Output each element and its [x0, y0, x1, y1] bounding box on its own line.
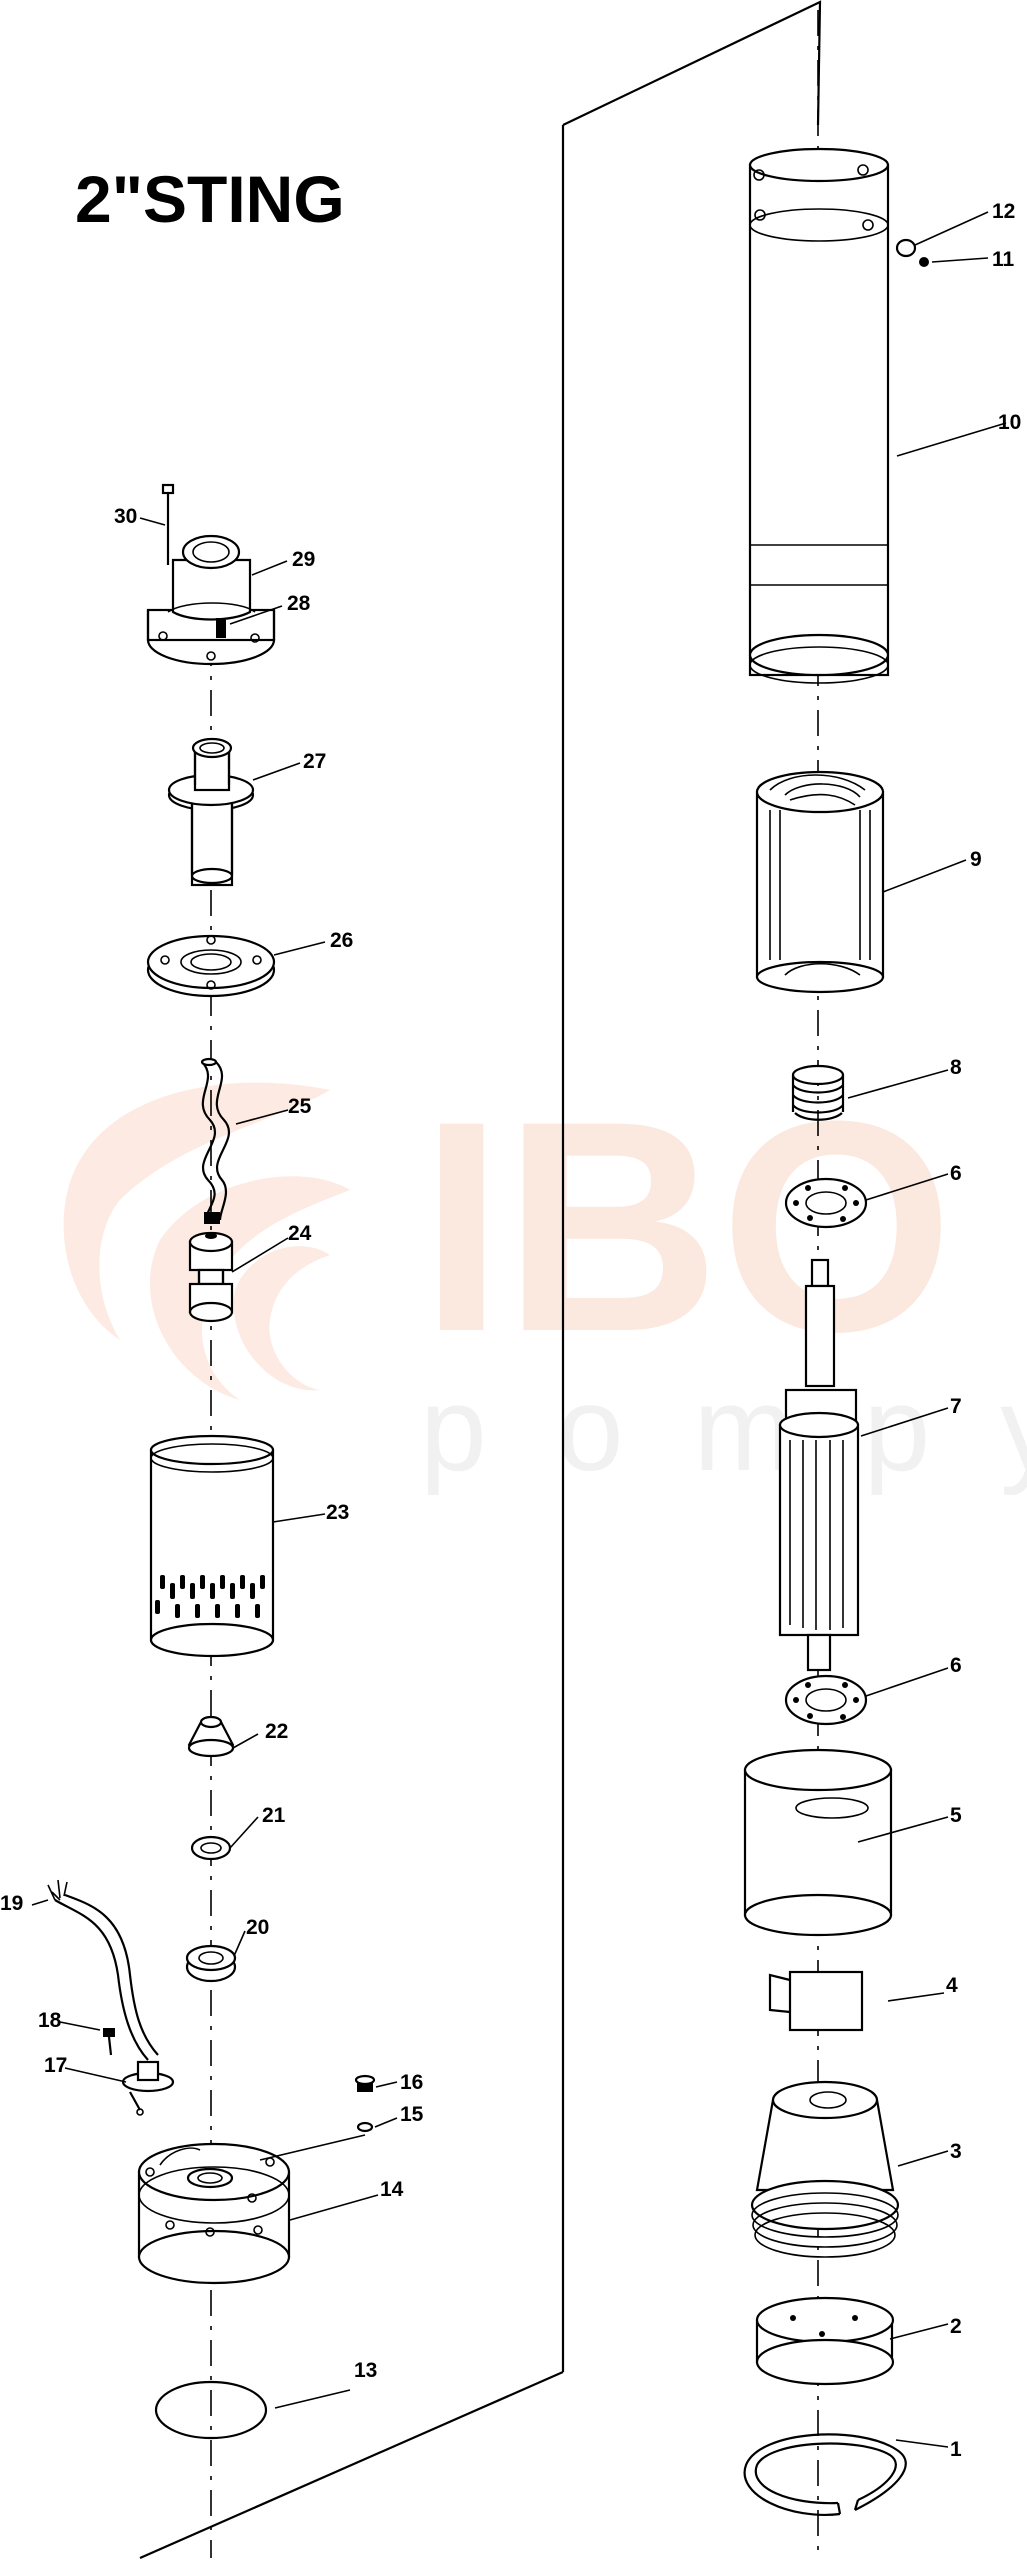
part-label-14: 14: [380, 2178, 404, 2201]
leader-lines: [31, 211, 1007, 2448]
part-label-20: 20: [246, 1916, 269, 1939]
part-11-screw: [919, 257, 929, 267]
part-21-washer: [190, 1835, 232, 1861]
brand-logo-icon: IBO: [63, 1058, 953, 1400]
part-label-15: 15: [400, 2103, 424, 2126]
part-13-oring: [154, 2380, 268, 2440]
part-14-motor-base: [137, 2142, 291, 2285]
part-label-4: 4: [946, 1974, 958, 1997]
brand-word: pompy: [420, 1362, 1027, 1496]
part-28-plug: [216, 618, 226, 638]
part-label-10: 10: [998, 411, 1021, 434]
part-label-17: 17: [44, 2054, 67, 2077]
part-18-screw: [103, 2028, 115, 2056]
part-label-21: 21: [262, 1804, 286, 1827]
part-23-inlet-screen: [149, 1434, 275, 1658]
part-26-flange: [146, 934, 276, 998]
part-20-seal: [185, 1944, 237, 1983]
part-7-rotor-shaft: [778, 1258, 860, 1672]
part-6-lower-bearing: [784, 1674, 868, 1726]
part-22-coupling: [187, 1715, 235, 1758]
part-label-19: 19: [0, 1892, 23, 1915]
assembly-divider-bottom: [139, 2370, 564, 2560]
part-label-27: 27: [303, 750, 326, 773]
part-8-seal-spring: [791, 1064, 845, 1121]
part-15-oring: [356, 2121, 374, 2133]
part-12-washer: [895, 238, 917, 258]
part-25-screw-rotor: [200, 1057, 231, 1224]
part-30-bolt: [161, 483, 175, 565]
part-6-upper-bearing: [784, 1177, 868, 1229]
part-17-cable-gland: [121, 2060, 175, 2116]
part-label-28: 28: [287, 592, 311, 615]
part-label-11: 11: [992, 248, 1015, 271]
brand-logo-text: IBO: [420, 1058, 953, 1394]
part-24-bushing: [188, 1231, 234, 1323]
part-label-13: 13: [354, 2359, 377, 2382]
part-9-stator: [755, 770, 885, 994]
part-label-9: 9: [970, 848, 982, 871]
part-label-25: 25: [288, 1095, 312, 1118]
part-label-23: 23: [326, 1501, 349, 1524]
part-label-22: 22: [265, 1720, 288, 1743]
part-1-circlip: [743, 2433, 907, 2516]
watermark: IBO pompy: [63, 1058, 1027, 1496]
part-10-motor-housing: [748, 147, 890, 684]
part-label-6-upper: 6: [950, 1162, 962, 1185]
diagram-title: 2"STING: [75, 162, 345, 236]
part-27-valve-body: [167, 737, 255, 887]
part-4-capacitor: [768, 1970, 864, 2032]
part-label-5: 5: [950, 1804, 962, 1827]
part-label-18: 18: [38, 2009, 62, 2032]
part-label-30: 30: [114, 505, 137, 528]
part-label-26: 26: [330, 929, 353, 952]
part-label-12: 12: [992, 200, 1015, 223]
part-label-16: 16: [400, 2071, 423, 2094]
part-3-bell-housing: [750, 2080, 900, 2258]
part-2-cap: [755, 2296, 895, 2386]
part-16-plug: [354, 2074, 376, 2092]
assembly-divider: [562, 0, 822, 126]
part-label-29: 29: [292, 548, 315, 571]
part-label-7: 7: [950, 1395, 962, 1418]
part-label-3: 3: [950, 2140, 962, 2163]
part-29-discharge-head: [146, 534, 276, 666]
part-19-cable: [47, 1879, 159, 2061]
part-label-8: 8: [950, 1056, 962, 1079]
part-label-2: 2: [950, 2315, 962, 2338]
part-labels: 1 2 3 4 5 6 7 6 8 9 10 11 12 13 14 15 16…: [0, 200, 1021, 2461]
part-label-6-lower: 6: [950, 1654, 962, 1677]
part-label-24: 24: [288, 1222, 312, 1245]
part-5-motor-cup: [743, 1748, 893, 1937]
part-label-1: 1: [950, 2438, 962, 2461]
